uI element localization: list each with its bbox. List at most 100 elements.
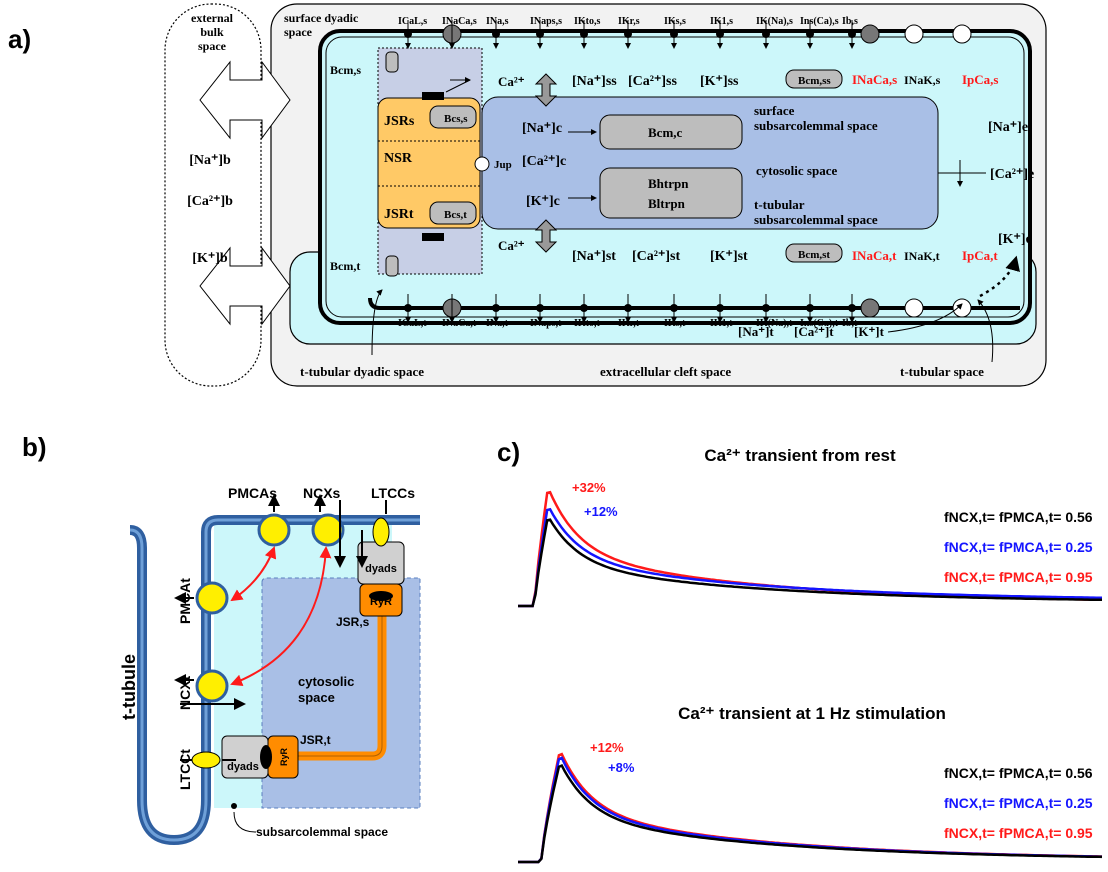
surface-current-9: Ins(Ca),s	[800, 16, 839, 27]
troponin-box	[599, 167, 743, 219]
inaca-s-label: INaCa,s	[852, 72, 897, 87]
na-st: [Na⁺]st	[572, 249, 616, 264]
external-label-3: space	[198, 39, 227, 53]
dyads-top-label: dyads	[365, 563, 397, 575]
jsr-s-b-label: JSR,s	[336, 615, 370, 629]
annotation-0-1: +12%	[584, 504, 618, 519]
ltcc-t-channel	[191, 751, 221, 769]
na-t: [Na⁺]t	[738, 324, 774, 339]
bulk-k: [K⁺]b	[192, 251, 228, 266]
k-c: [K⁺]c	[526, 194, 560, 209]
surface-ssl-2: subsarcolemmal space	[754, 118, 878, 133]
ipca-t-label: IpCa,t	[962, 248, 998, 263]
surface-current-6: IKs,s	[664, 16, 686, 27]
surface-current-0: ICaL,s	[398, 16, 427, 27]
ca-ss: [Ca²⁺]ss	[628, 74, 677, 89]
surface-current-8: IK(Na),s	[756, 16, 793, 27]
ttubular-current-1: INaCa,t	[442, 318, 477, 329]
ncx-t-label: NCXt	[177, 675, 193, 710]
ttubular-channels	[404, 294, 972, 323]
bottom-label-ttubular: t-tubular space	[900, 364, 984, 379]
cytosolic-b-label-1: cytosolic	[298, 674, 354, 689]
cytosolic-b-label-2: space	[298, 690, 335, 705]
exchange-arrow-bottom	[199, 246, 291, 326]
jsr-t-b-label: JSR,t	[300, 733, 331, 747]
na-ss: [Na⁺]ss	[572, 74, 617, 89]
na-c: [Na⁺]c	[522, 121, 562, 136]
legend-entry-0-2: fNCX,t= fPMCA,t= 0.95	[944, 569, 1093, 585]
bcm-t-label: Bcm,t	[330, 259, 360, 273]
ncx-s-exchanger	[311, 513, 345, 547]
ca-c: [Ca²⁺]c	[522, 154, 566, 169]
annotation-1-0: +12%	[590, 740, 624, 755]
ttubular-current-3: INaps,t	[530, 318, 562, 329]
ca-e: [Ca²⁺]e	[990, 167, 1034, 182]
panel-c-charts: Ca²⁺ transient from rest Ca²⁺ transient …	[518, 446, 1103, 864]
panel-label-a: a)	[8, 24, 31, 54]
ttubule-label: t-tubule	[119, 654, 139, 720]
ltcc-t-label: LTCCt	[177, 749, 193, 790]
surface-current-7: IK1,s	[710, 16, 733, 27]
chart-bottom-title: Ca²⁺ transient at 1 Hz stimulation	[678, 704, 946, 723]
bcm-ss-label: Bcm,ss	[798, 75, 831, 87]
k-st: [K⁺]st	[710, 249, 748, 264]
inak-t-label: INaK,t	[904, 249, 940, 263]
ca-st: [Ca²⁺]st	[632, 249, 680, 264]
pmca-t-label: PMCAt	[177, 578, 193, 624]
pump-bottom-2	[952, 298, 972, 318]
dyads-bottom-label: dyads	[227, 761, 259, 773]
jup-label: Jup	[494, 159, 512, 171]
k-ss: [K⁺]ss	[700, 74, 739, 89]
surface-current-1: INaCa,s	[442, 16, 477, 27]
annotation-1-1: +8%	[608, 760, 635, 775]
ca-st-label: Ca²⁺	[498, 238, 525, 253]
bcs-t-label: Bcs,t	[444, 209, 467, 221]
bcm-s-label: Bcm,s	[330, 63, 361, 77]
panel-label-b: b)	[22, 432, 47, 462]
bcm-c-label: Bcm,c	[648, 125, 683, 140]
annotation-0-0: +32%	[572, 480, 606, 495]
bcm-c-box	[599, 114, 743, 150]
tt-ssl-1: t-tubular	[754, 197, 805, 212]
transient-series-0-1	[518, 507, 1102, 608]
ltcc-s-channel	[372, 517, 390, 547]
transient-series-0-0	[518, 518, 1102, 608]
ttubular-current-0: ICaL,t	[398, 318, 427, 329]
ttubular-current-5: IKr,t	[618, 318, 640, 329]
k-t: [K⁺]t	[854, 324, 885, 339]
legend-entry-0-1: fNCX,t= fPMCA,t= 0.25	[944, 539, 1093, 555]
surface-channels	[404, 20, 972, 49]
chart-top-title: Ca²⁺ transient from rest	[704, 446, 896, 465]
ncx-s-label: NCXs	[303, 485, 341, 501]
legend-entry-0-0: fNCX,t= fPMCA,t= 0.56	[944, 509, 1093, 525]
ca-ss-label: Ca²⁺	[498, 74, 525, 89]
pump-bottom-0	[860, 298, 880, 318]
ryr-bottom-label: RyR	[279, 748, 289, 767]
panel-a-diagram: external bulk space [Na⁺]b [Ca²⁺]b [K⁺]b…	[164, 3, 1047, 387]
pump-top-1	[904, 24, 924, 44]
ca-t: [Ca²⁺]t	[794, 324, 834, 339]
k-e: [K⁺]e	[998, 232, 1032, 247]
legend-entry-1-2: fNCX,t= fPMCA,t= 0.95	[944, 825, 1093, 841]
ttubular-current-6: IKs,t	[664, 318, 686, 329]
bcs-s-label: Bcs,s	[444, 113, 468, 125]
bltrpn-label: Bltrpn	[648, 196, 686, 211]
bulk-na: [Na⁺]b	[189, 153, 231, 168]
surface-dyadic-label-1: surface dyadic	[284, 11, 359, 25]
ttubular-current-9: Ins(Ca),t	[800, 318, 839, 329]
ipca-s-label: IpCa,s	[962, 72, 999, 87]
pmca-s-pump	[257, 513, 291, 547]
ncx-t-exchanger	[195, 669, 229, 703]
bottom-label-cleft: extracellular cleft space	[600, 364, 731, 379]
ltcc-s-label: LTCCs	[371, 485, 415, 501]
transient-series-1-0	[518, 764, 1103, 864]
ttubular-current-7: IK1,t	[710, 318, 733, 329]
bulk-ca: [Ca²⁺]b	[187, 194, 233, 209]
inak-s-label: INaK,s	[904, 73, 941, 87]
external-label-1: external	[191, 11, 234, 25]
ttubular-current-4: IKto,t	[574, 318, 601, 329]
bottom-label-dyadic: t-tubular dyadic space	[300, 364, 424, 379]
